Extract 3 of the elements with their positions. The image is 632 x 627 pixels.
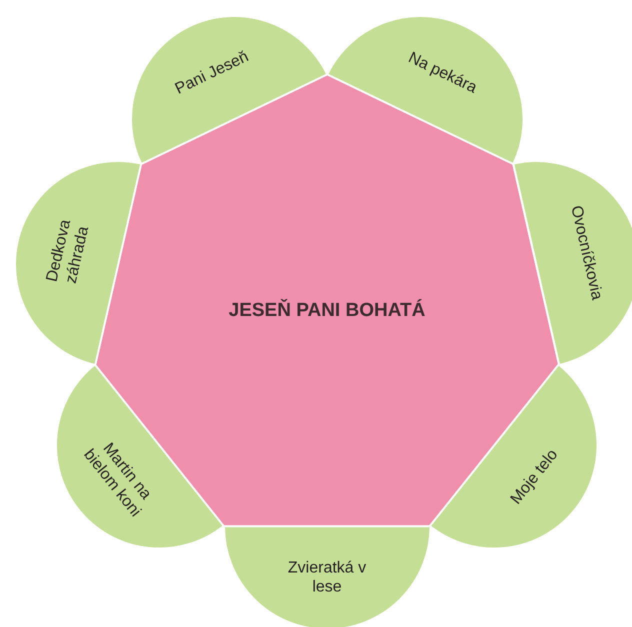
center-title: JESEŇ PANI BOHATÁ: [228, 300, 426, 323]
petal-label: Dedkova záhrada: [42, 216, 93, 287]
petal-label: Zvieratká v lese: [286, 558, 368, 598]
